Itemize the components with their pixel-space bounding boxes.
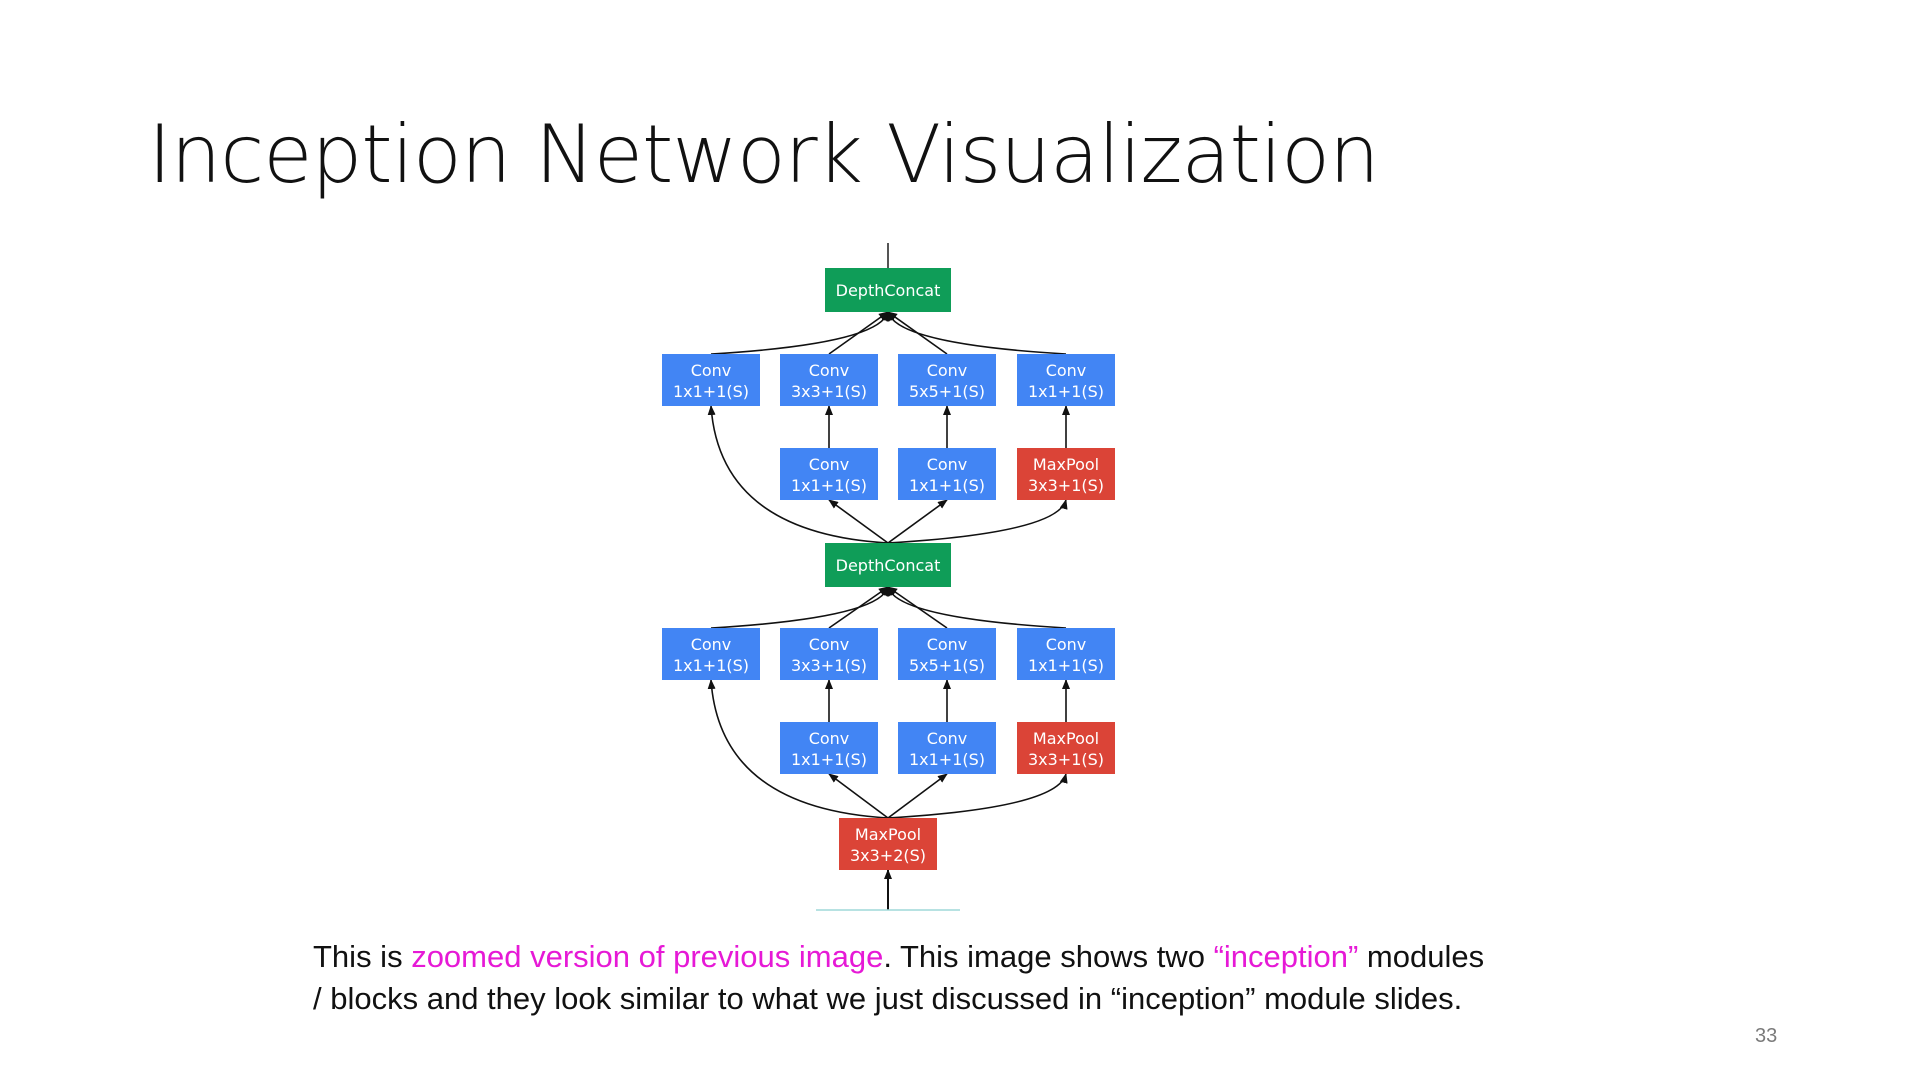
diagram-edge: [887, 499, 1068, 544]
node-label: MaxPool: [1033, 455, 1099, 474]
diagram-edge: [710, 586, 890, 629]
diagram-edge: [887, 499, 948, 544]
node-box: [839, 818, 937, 870]
node-label: 1x1+1(S): [1028, 656, 1104, 675]
node-label: 1x1+1(S): [791, 476, 867, 495]
node-label: Conv: [927, 455, 968, 474]
node-label: Conv: [927, 361, 968, 380]
node-label: DepthConcat: [836, 556, 941, 575]
diagram-edge: [828, 311, 889, 355]
node-label: Conv: [809, 635, 850, 654]
node-box: [780, 354, 878, 406]
node-label: 3x3+1(S): [791, 382, 867, 401]
conv-node: Conv 1x1+1(S): [662, 628, 760, 680]
caption-line-2: / blocks and they look similar to what w…: [313, 981, 1463, 1016]
node-label: Conv: [927, 635, 968, 654]
caption-seg: modules: [1358, 939, 1485, 974]
caption-line-1: This is zoomed version of previous image…: [313, 939, 1484, 974]
page-number: 33: [1755, 1025, 1778, 1047]
node-label: Conv: [809, 455, 850, 474]
conv-node: Conv 1x1+1(S): [1017, 354, 1115, 406]
node-label: 1x1+1(S): [1028, 382, 1104, 401]
node-label: 1x1+1(S): [909, 476, 985, 495]
conv-node: Conv 1x1+1(S): [662, 354, 760, 406]
node-box: [825, 543, 951, 587]
conv-node: Conv 1x1+1(S): [898, 448, 996, 500]
diagram-nodes: DepthConcatConv1x1+1(S)Conv3x3+1(S)Conv5…: [662, 268, 1115, 870]
pool-node: MaxPool 3x3+1(S): [1017, 722, 1115, 774]
node-label: Conv: [691, 361, 732, 380]
conv-node: Conv 1x1+1(S): [1017, 628, 1115, 680]
diagram-edge: [710, 311, 890, 355]
node-box: [898, 448, 996, 500]
diagram-edge: [887, 773, 948, 819]
pool-node: MaxPool 3x3+2(S): [839, 818, 937, 870]
node-label: MaxPool: [855, 825, 921, 844]
node-box: [898, 354, 996, 406]
node-label: 5x5+1(S): [909, 656, 985, 675]
pool-node: MaxPool 3x3+1(S): [1017, 448, 1115, 500]
node-label: Conv: [927, 729, 968, 748]
node-label: 3x3+1(S): [1028, 750, 1104, 769]
slide-title: Inception Network Visualization: [148, 108, 1380, 201]
node-label: 3x3+2(S): [850, 846, 926, 865]
caption-highlight: zoomed version of previous image: [411, 939, 884, 974]
node-box: [662, 628, 760, 680]
node-box: [780, 448, 878, 500]
node-label: 1x1+1(S): [673, 656, 749, 675]
conv-node: Conv 1x1+1(S): [780, 448, 878, 500]
node-label: 1x1+1(S): [673, 382, 749, 401]
caption: This is zoomed version of previous image…: [313, 936, 1613, 1020]
conv-node: Conv 5x5+1(S): [898, 354, 996, 406]
node-label: Conv: [1046, 635, 1087, 654]
conv-node: Conv 5x5+1(S): [898, 628, 996, 680]
node-box: [1017, 354, 1115, 406]
diagram-edge: [828, 499, 889, 544]
node-label: 1x1+1(S): [909, 750, 985, 769]
node-box: [898, 722, 996, 774]
diagram-edge: [886, 311, 1067, 355]
node-label: Conv: [809, 729, 850, 748]
diagram-edge: [887, 773, 1068, 819]
caption-highlight: “inception”: [1213, 939, 1359, 974]
node-label: Conv: [1046, 361, 1087, 380]
node-label: DepthConcat: [836, 281, 941, 300]
node-label: 1x1+1(S): [791, 750, 867, 769]
node-box: [1017, 448, 1115, 500]
node-box: [780, 628, 878, 680]
node-box: [1017, 722, 1115, 774]
diagram-edge: [828, 773, 889, 819]
node-box: [898, 628, 996, 680]
node-label: Conv: [691, 635, 732, 654]
node-label: Conv: [809, 361, 850, 380]
diagram-edge: [707, 679, 889, 819]
node-label: 3x3+1(S): [791, 656, 867, 675]
diagram-edge: [707, 405, 889, 544]
concat-node: DepthConcat: [825, 543, 951, 587]
conv-node: Conv 1x1+1(S): [780, 722, 878, 774]
caption-seg: This is: [313, 939, 412, 974]
diagram-edge: [886, 586, 1067, 629]
node-label: 3x3+1(S): [1028, 476, 1104, 495]
node-box: [780, 722, 878, 774]
conv-node: Conv 3x3+1(S): [780, 354, 878, 406]
conv-node: Conv 1x1+1(S): [898, 722, 996, 774]
node-label: MaxPool: [1033, 729, 1099, 748]
node-box: [825, 268, 951, 312]
node-box: [1017, 628, 1115, 680]
conv-node: Conv 3x3+1(S): [780, 628, 878, 680]
node-box: [662, 354, 760, 406]
diagram-edges: [707, 243, 1070, 911]
diagram-edge: [828, 586, 889, 629]
node-label: 5x5+1(S): [909, 382, 985, 401]
caption-seg: . This image shows two: [883, 939, 1214, 974]
concat-node: DepthConcat: [825, 268, 951, 312]
